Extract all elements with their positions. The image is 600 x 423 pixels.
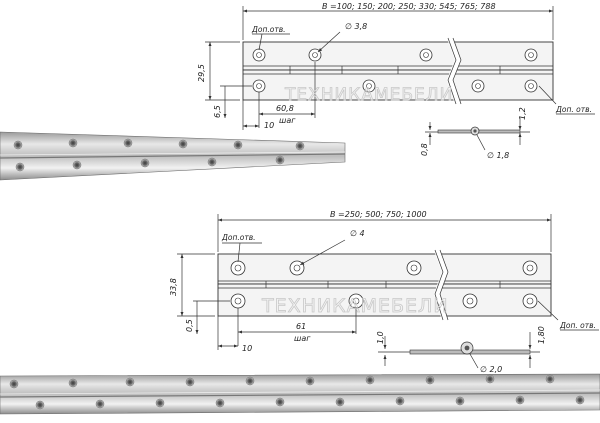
bottom-thickness2: 1,80: [537, 326, 546, 344]
top-section-view: 1,2 0,8 ∅ 1,8: [420, 107, 530, 160]
bottom-lower-leaf: [217, 283, 552, 317]
bottom-b-dimension: B =250; 500; 750; 1000: [330, 210, 427, 219]
bottom-pin-diameter: ∅ 2,0: [480, 365, 502, 374]
top-extra-hole-label: Доп.отв.: [251, 25, 286, 34]
bottom-edge-offset: 10: [242, 344, 252, 353]
top-pitch: 60,8: [276, 104, 294, 113]
bottom-thickness: 1,0: [376, 331, 385, 344]
top-height-dimension: 29,5: [197, 64, 206, 82]
top-pin-diameter: ∅ 1,8: [487, 151, 509, 160]
bottom-upper-leaf: [217, 253, 552, 285]
top-upper-leaf: [242, 41, 554, 71]
bottom-pitch-word: шаг: [294, 334, 311, 343]
top-b-dimension: B =100; 150; 200; 250; 330; 545; 765; 78…: [322, 2, 496, 11]
bottom-hinge-photo: [0, 373, 600, 415]
bottom-section-view: 1,0 1,80 ∅ 2,0: [376, 326, 546, 374]
top-hinge-photo: [0, 131, 346, 181]
bottom-side-label: Доп. отв.: [559, 321, 596, 330]
bottom-hole-diameter: ∅ 4: [350, 229, 365, 238]
top-thickness2: 0,8: [420, 143, 429, 156]
watermark-bottom: ТЕХНИКАМЕБЕЛИ: [261, 295, 449, 317]
top-thickness: 1,2: [518, 107, 527, 120]
bottom-hinge-drawing: B =250; 500; 750; 1000 Доп.отв.: [169, 210, 599, 374]
bottom-pitch: 61: [296, 322, 306, 331]
top-hinge-drawing: B =100; 150; 200; 250; 330; 545; 765; 78…: [197, 2, 595, 160]
top-lower-holes: [252, 79, 538, 93]
top-pitch-word: шаг: [279, 116, 296, 125]
top-hole-diameter: ∅ 3,8: [345, 22, 367, 31]
bottom-lower-holes: [230, 293, 538, 309]
bottom-height-dimension: 33,8: [169, 278, 178, 296]
bottom-extra-hole-label: Доп.отв.: [221, 233, 256, 242]
top-hole-offset: 6,5: [213, 105, 222, 118]
top-side-label: Доп. отв.: [555, 105, 592, 114]
bottom-hole-offset: 0,5: [185, 319, 194, 332]
watermark-top: ТЕХНИКАМЕБЕЛИ: [284, 85, 453, 105]
top-edge-offset: 10: [264, 121, 274, 130]
bottom-upper-holes: [230, 260, 538, 276]
